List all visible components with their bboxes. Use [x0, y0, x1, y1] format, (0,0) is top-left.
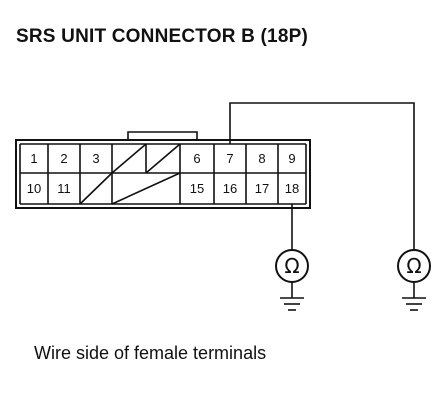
connector-lock-tab: [127, 131, 198, 140]
ohmmeter-icon: Ω: [397, 249, 431, 283]
pin-9: 9: [288, 151, 295, 166]
diagram-title: SRS UNIT CONNECTOR B (18P): [16, 26, 308, 47]
pin-6: 6: [193, 151, 200, 166]
pin-16: 16: [223, 181, 237, 196]
pin-3: 3: [92, 151, 99, 166]
pin-15: 15: [190, 181, 204, 196]
pin-8: 8: [258, 151, 265, 166]
pin-1: 1: [30, 151, 37, 166]
ohm-symbol-2: Ω: [406, 254, 421, 278]
pin-7: 7: [226, 151, 233, 166]
connector-grid: [19, 143, 307, 205]
pin-11: 11: [57, 181, 71, 196]
ohmmeter-icon: Ω: [275, 249, 309, 283]
ground-icon: [402, 297, 426, 311]
pin-10: 10: [27, 181, 41, 196]
probe-wire-pin7: [229, 102, 415, 250]
pin-labels-row2: 10 11 15 16 17 18: [27, 181, 299, 196]
pin-17: 17: [255, 181, 269, 196]
pin-18: 18: [285, 181, 299, 196]
ground-icon: [280, 297, 304, 311]
blank-cavity-hatch: [79, 143, 181, 205]
pin-labels-row1: 1 2 3 6 7 8 9: [30, 151, 295, 166]
ohm-symbol-1: Ω: [284, 254, 299, 278]
pin-2: 2: [60, 151, 67, 166]
diagram-caption: Wire side of female terminals: [34, 343, 267, 363]
connector-body: [15, 139, 311, 209]
